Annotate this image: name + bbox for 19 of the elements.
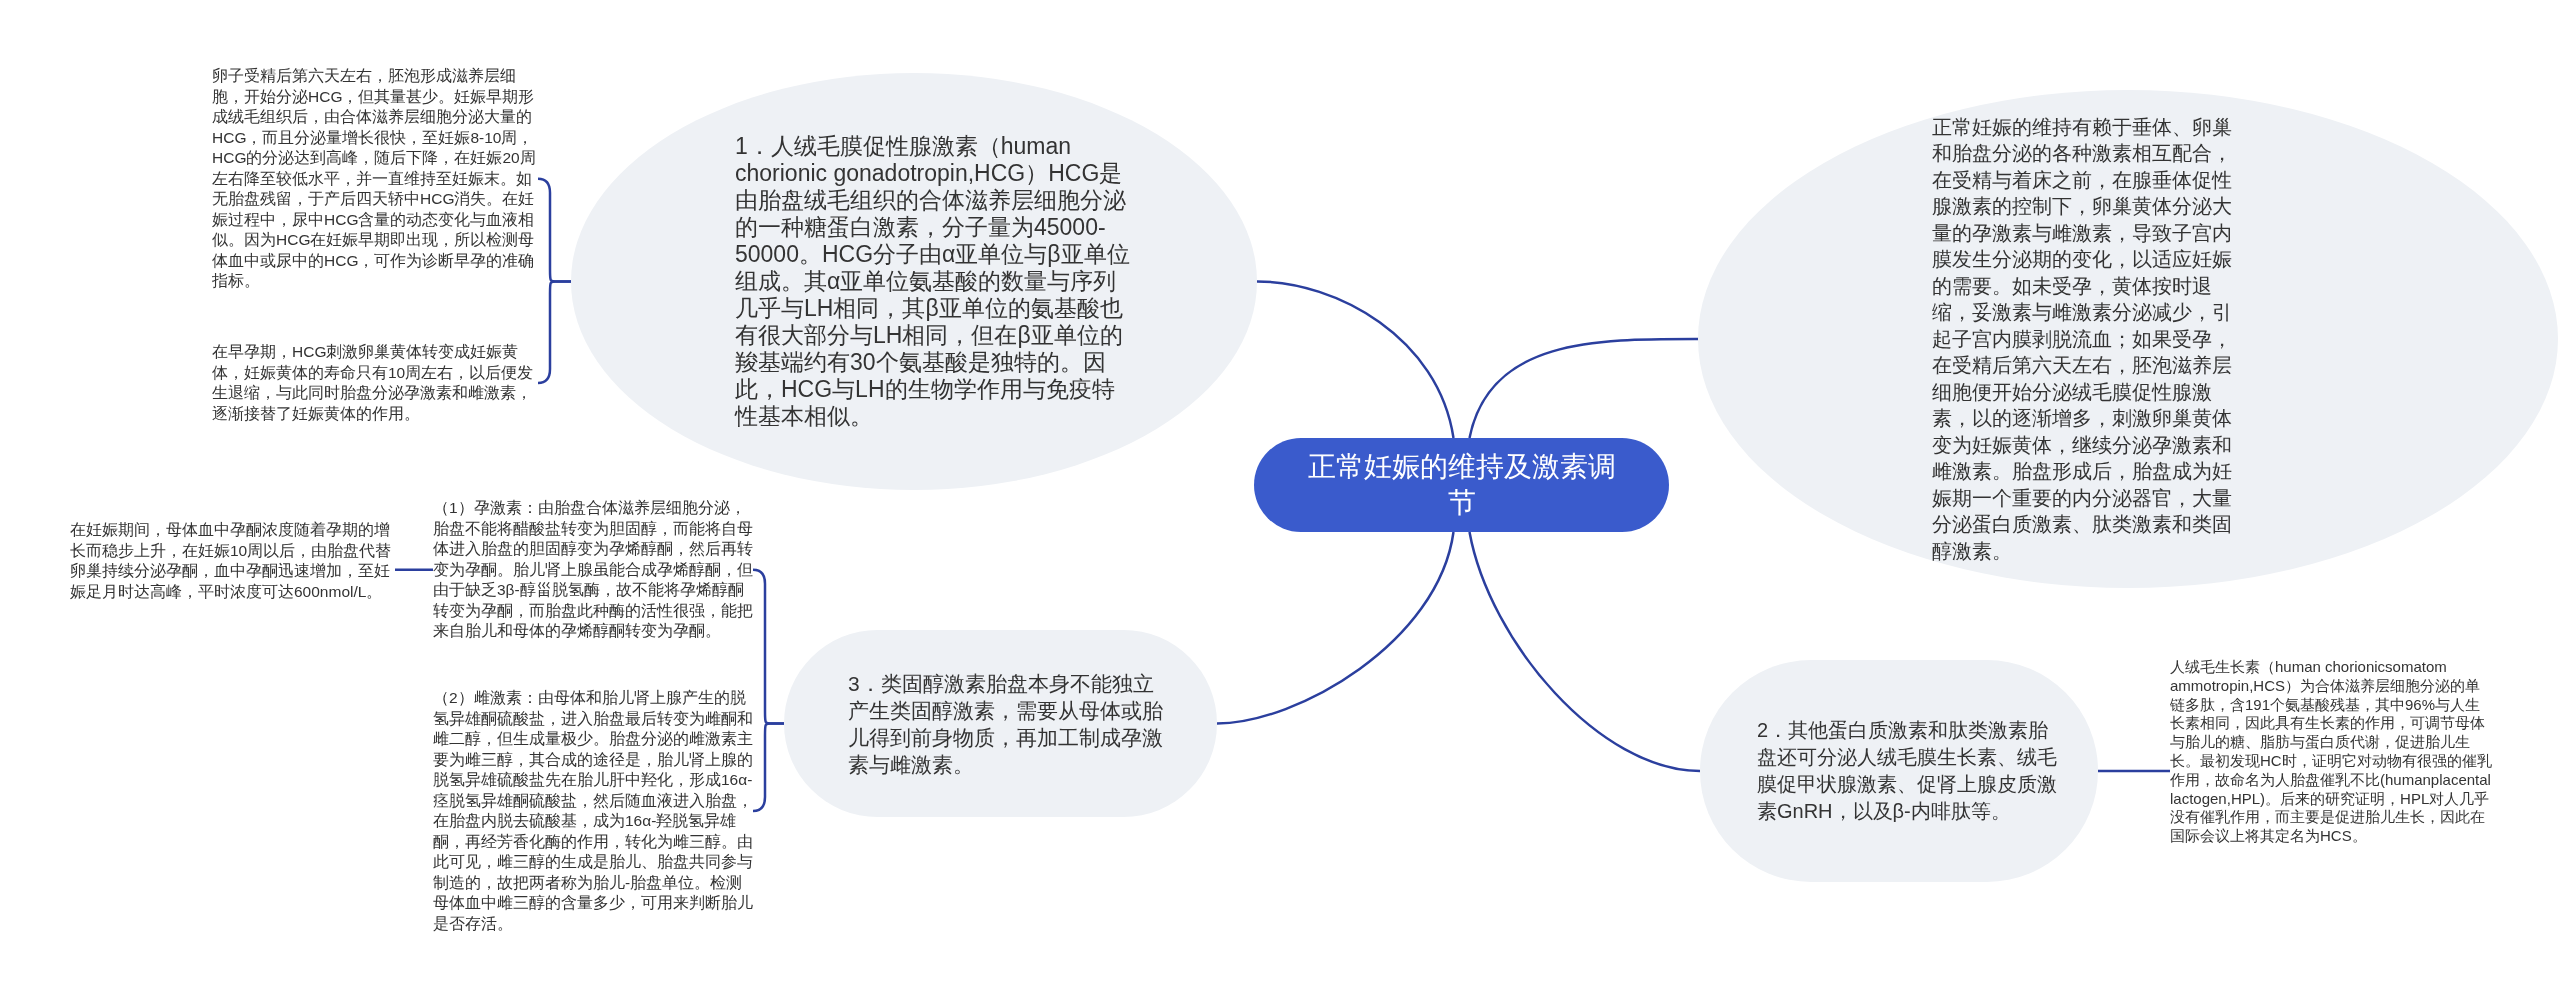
note-text: 卵子受精后第六天左右，胚泡形成滋养层细胞，开始分泌HCG，但其量甚少。妊娠早期形成绒毛组织后，由合体滋养层细胞分泌大量的HCG，而且分泌量增长很快，至妊娠8-10周，HCG的分泌达到高峰，随后下降，在妊娠20周左右降至较低水平，并一直维持至妊娠末。如无胎盘残留，于产后四天轿中HCG消失。在妊娠过程中，尿中HCG含量的动态变化与血液相似。因为HCG在妊娠早期即出现，所以检测母体血中或尿中的HCG，可作为诊断早孕的准确指标。 [212,66,538,292]
connector-line [1256,280,1455,439]
topic-bubble: 3．类固醇激素胎盘本身不能独立产生类固醇激素，需要从母体或胎儿得到前身物质，再加工制成孕激素与雌激素。 [784,630,1217,817]
central-topic: 正常妊娠的维持及激素调节 [1254,438,1669,532]
topic-bubble: 2．其他蛋白质激素和肽类激素胎盘还可分泌人绒毛膜生长素、绒毛膜促甲状腺激素、促肾上腺皮质激素GnRH，以及β-内啡肽等。 [1700,660,2098,882]
connector-line [1468,531,1701,773]
connector-line [395,568,433,571]
note-text: （2）雌激素：由母体和胎儿肾上腺产生的脱氢异雄酮硫酸盐，进入胎盘最后转变为雌酮和雌二醇，但生成量极少。胎盘分泌的雌激素主要为雌三醇，其合成的途径是，胎儿肾上腺的脱氢异雄硫酸盐先在胎儿肝中羟化，形成16α-痉脱氢异雄酮硫酸盐，然后随血液进入胎盘，在胎盘内脱去硫酸基，成为16α-羟脱氢异雄酮，再经芳香化酶的作用，转化为雌三醇。由此可见，雌三醇的生成是胎儿、胎盘共同参与制造的，故把两者称为胎儿-胎盘单位。检测母体血中雌三醇的含量多少，可用来判断胎儿是否存活。 [433,688,753,934]
note-text: 在妊娠期间，母体血中孕酮浓度随着孕期的增长而稳步上升，在妊娠10周以后，由胎盘代替卵巢持续分泌孕酮，血中孕酮迅速增加，至妊娠足月时达高峰，平时浓度可达600nmol/L。 [70,520,395,602]
note-text: 在早孕期，HCG刺激卵巢黄体转变成妊娠黄体，妊娠黄体的寿命只有10周左右，以后便发生退缩，与此同时胎盘分泌孕激素和雌激素，逐渐接替了妊娠黄体的作用。 [212,342,538,424]
connector-line [1468,337,1698,439]
connector-line [2098,769,2170,773]
note-text: 人绒毛生长素（human chorionicsomatom ammotropin,HCS）为合体滋养层细胞分泌的单链多肽，含191个氨基酸残基，其中96%与人生长素相同，因此具有生长素的作用，可调节母体与胎儿的糖、脂肪与蛋白质代谢，促进胎儿生长。最初发现HC时，证明它对动物有很强的催乳作用，故命名为人胎盘催乳不比(humanplacental lactogen,HPL)。后来的研究证明，HPL对人几乎没有催乳作用，而主要是促进胎儿生长，因此在国际会议上将其定名为HCS。 [2170,658,2495,846]
connector-line [1216,531,1455,725]
note-text: （1）孕激素：由胎盘合体滋养层细胞分泌，胎盘不能将醋酸盐转变为胆固醇，而能将自母体进入胎盘的胆固醇变为孕烯醇酮，然后再转变为孕酮。胎儿肾上腺虽能合成孕烯醇酮，但由于缺乏3β-醇甾脱氢酶，故不能将孕烯醇酮转变为孕酮，而胎盘此种酶的活性很强，能把来自胎儿和母体的孕烯醇酮转变为孕酮。 [433,498,753,642]
topic-bubble: 1．人绒毛膜促性腺激素（human chorionic gonadotropin,HCG）HCG是由胎盘绒毛组织的合体滋养层细胞分泌的一种糖蛋白激素，分子量为45000-50000。HCG分子由α亚单位与β亚单位组成。其α亚单位氨基酸的数量与序列几乎与LH相同，其β亚单位的氨基酸也有很大部分与LH相同，但在β亚单位的羧基端约有30个氨基酸是独特的。因此，HCG与LH的生物学作用与免疫特性基本相似。 [571,73,1257,490]
connector-line [752,722,784,813]
connector-line [537,280,571,385]
topic-bubble: 正常妊娠的维持有赖于垂体、卵巢和胎盘分泌的各种激素相互配合，在受精与着床之前，在腺垂体促性腺激素的控制下，卵巢黄体分泌大量的孕激素与雌激素，导致子宫内膜发生分泌期的变化，以适应妊娠的需要。如未受孕，黄体按时退缩，妥激素与雌激素分泌减少，引起子宫内膜剥脱流血；如果受孕，在受精后第六天左右，胚泡滋养层细胞便开始分泌绒毛膜促性腺激素，以的逐渐增多，刺激卵巢黄体变为妊娠黄体，继续分泌孕激素和雌激素。胎盘形成后，胎盘成为妊娠期一个重要的内分泌器官，大量分泌蛋白质激素、肽类激素和类固醇激素。 [1698,90,2558,588]
